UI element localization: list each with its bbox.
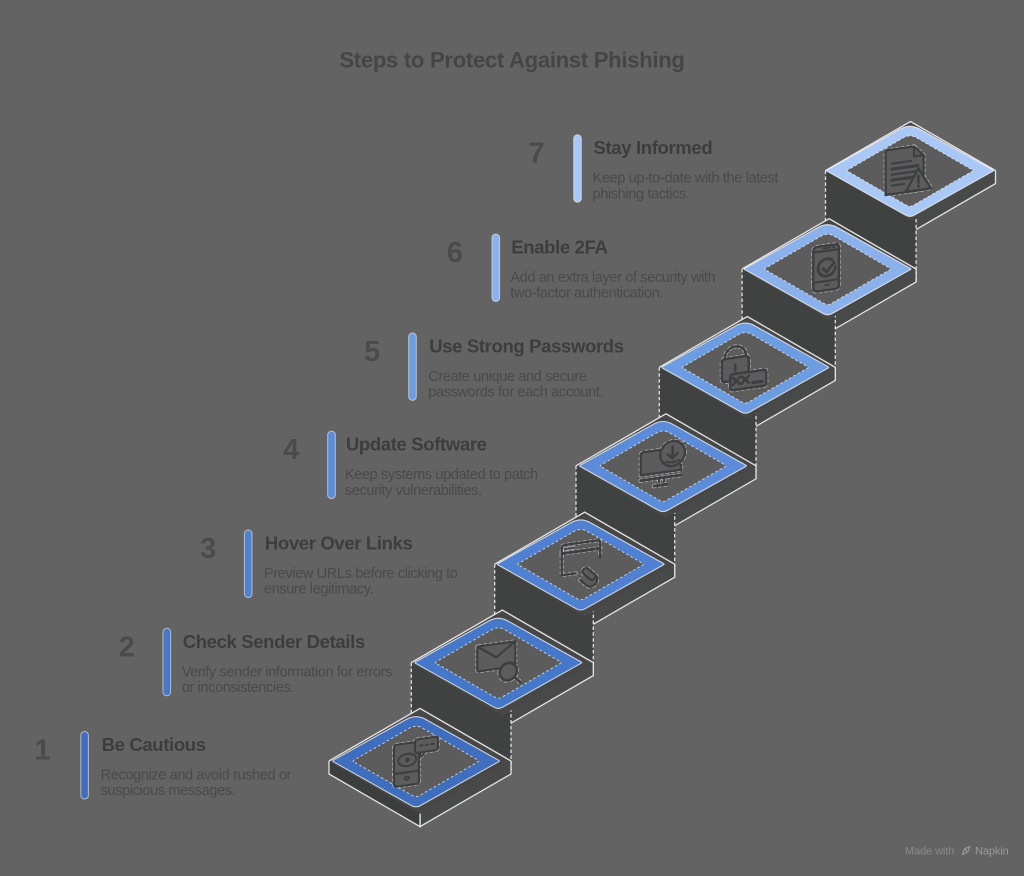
svg-text:two-factor authentication.: two-factor authentication. [510, 286, 663, 302]
svg-text:Hover Over Links: Hover Over Links [265, 533, 413, 554]
svg-text:Create unique and secure: Create unique and secure [428, 369, 587, 385]
svg-text:Use Strong Passwords: Use Strong Passwords [429, 335, 624, 356]
svg-text:Stay Informed: Stay Informed [594, 137, 713, 158]
svg-text:Recognize and avoid rushed or: Recognize and avoid rushed or [101, 768, 292, 784]
svg-text:5: 5 [364, 336, 380, 368]
svg-text:Steps to Protect Against Phish: Steps to Protect Against Phishing [339, 48, 684, 73]
svg-text:Enable 2FA: Enable 2FA [511, 237, 607, 258]
svg-text:ensure legitimacy.: ensure legitimacy. [264, 582, 373, 598]
svg-text:Made with: Made with [905, 846, 954, 858]
svg-text:suspicious messages.: suspicious messages. [101, 783, 236, 799]
svg-text:Update Software: Update Software [346, 434, 487, 455]
svg-text:Add an extra layer of security: Add an extra layer of security with [510, 270, 715, 286]
svg-text:3: 3 [200, 533, 216, 565]
svg-text:passwords for each account.: passwords for each account. [428, 385, 603, 401]
svg-text:Be Cautious: Be Cautious [102, 734, 206, 755]
svg-text:6: 6 [447, 237, 463, 269]
svg-text:Keep systems updated to patch: Keep systems updated to patch [345, 467, 538, 483]
svg-text:1: 1 [34, 735, 50, 767]
svg-text:7: 7 [529, 138, 545, 170]
svg-text:Keep up-to-date with the lates: Keep up-to-date with the latest [593, 171, 779, 187]
svg-text:Check Sender Details: Check Sender Details [183, 631, 365, 652]
svg-text:Preview URLs before clicking t: Preview URLs before clicking to [264, 566, 458, 582]
svg-text:Napkin: Napkin [975, 846, 1009, 858]
svg-text:phishing tactics.: phishing tactics. [593, 186, 690, 202]
svg-text:or inconsistencies.: or inconsistencies. [182, 680, 294, 696]
svg-text:4: 4 [283, 434, 299, 466]
svg-text:Verify sender information for: Verify sender information for errors [182, 664, 392, 680]
svg-text:2: 2 [119, 631, 135, 663]
svg-text:security vulnerabilities.: security vulnerabilities. [345, 483, 482, 499]
